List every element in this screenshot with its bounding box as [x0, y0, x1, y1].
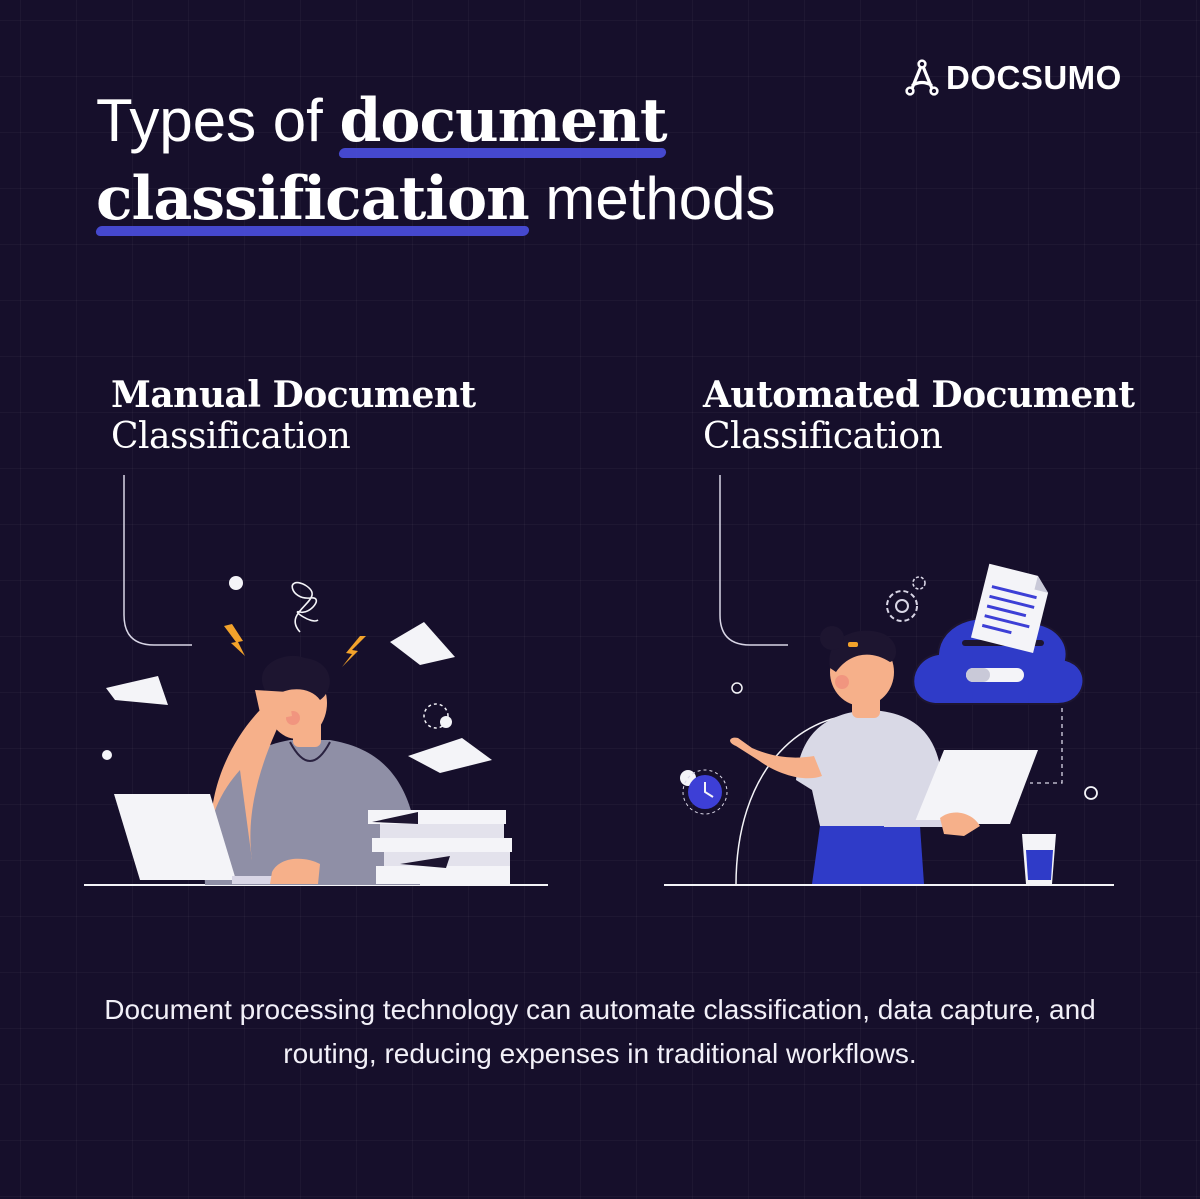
- dot-decoration: [229, 576, 243, 590]
- flying-paper: [390, 622, 455, 665]
- dashed-circle-decoration: [423, 703, 449, 729]
- title-emph-document: document: [338, 86, 668, 158]
- title-emph-classification: classification: [95, 164, 530, 236]
- gear-icon: [886, 590, 918, 622]
- lightning-icon: [342, 636, 366, 667]
- flying-paper: [106, 676, 168, 705]
- flying-paper: [408, 738, 492, 773]
- automated-illustration: [664, 563, 1114, 886]
- scribble-icon: [291, 582, 319, 633]
- gear-icon: [912, 576, 926, 590]
- manual-illustration: [84, 576, 548, 886]
- person-hair: [261, 655, 330, 700]
- person-pants: [812, 826, 924, 884]
- dot-decoration: [102, 750, 112, 760]
- manual-connector-line: [123, 475, 192, 646]
- docsumo-logo-icon: [905, 59, 939, 96]
- automated-connector-line: [719, 475, 788, 646]
- automated-column-title: Automated Document Classification: [703, 374, 1135, 458]
- caption-text: Document processing technology can autom…: [104, 994, 1096, 1069]
- automated-title-line1: Automated Document: [703, 374, 1135, 416]
- person-shirt: [796, 710, 942, 826]
- manual-column-title: Manual Document Classification: [111, 374, 476, 458]
- laptop: [114, 794, 236, 880]
- page-title: Types of document classification methods: [95, 82, 916, 238]
- title-part1: Types of: [96, 87, 340, 154]
- automated-title-line2: Classification: [703, 416, 943, 457]
- manual-title-line2: Classification: [111, 416, 351, 457]
- brand-name: DOCSUMO: [946, 59, 1122, 96]
- lightning-icon: [224, 624, 245, 656]
- title-part2: methods: [528, 165, 776, 232]
- laptop: [914, 750, 1038, 824]
- title-emph2-text: classification: [96, 164, 530, 234]
- paper-stack: [368, 810, 512, 884]
- document-icon: [970, 563, 1049, 654]
- dot-decoration: [1084, 786, 1098, 800]
- person-hair: [829, 630, 897, 672]
- title-emph1-text: document: [339, 86, 667, 156]
- docsumo-logo: DOCSUMO: [902, 58, 1152, 98]
- manual-title-line1: Manual Document: [111, 374, 476, 416]
- person-arm: [730, 737, 822, 779]
